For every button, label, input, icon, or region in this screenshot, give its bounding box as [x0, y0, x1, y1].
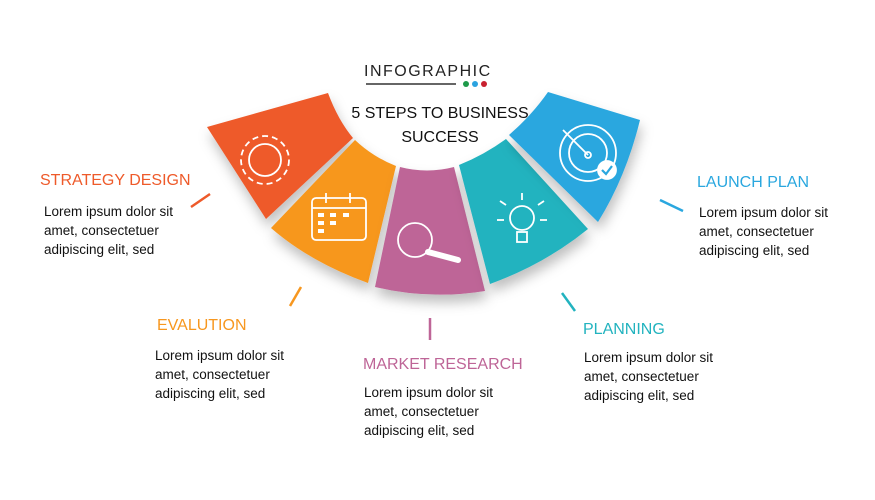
target-icon	[559, 124, 617, 182]
step-text-market-research: Lorem ipsum dolor sit amet, consectetuer…	[364, 385, 494, 438]
step-text-planning: Lorem ipsum dolor sit amet, consectetuer…	[584, 350, 714, 403]
step-text-evaluation: Lorem ipsum dolor sit amet, consectetuer…	[155, 348, 285, 401]
segment-launch-plan	[509, 92, 640, 222]
step-text-launch-plan: Lorem ipsum dolor sit amet, consectetuer…	[699, 205, 829, 258]
lightbulb-icon	[497, 193, 547, 243]
connector-planning	[560, 292, 577, 312]
segment-planning	[459, 139, 588, 284]
segment-evaluation	[271, 140, 396, 283]
connector-strategy-design	[190, 192, 211, 209]
brand-dot	[472, 81, 478, 87]
connector-launch-plan	[659, 198, 684, 213]
calendar-icon	[311, 193, 367, 241]
magnifier-icon	[397, 222, 461, 263]
page-title: 5 STEPS TO BUSINESS SUCCESS	[351, 105, 529, 146]
step-label-strategy-design: STRATEGY DESIGN	[40, 172, 191, 189]
connector-evaluation	[288, 286, 303, 307]
step-label-market-research: MARKET RESEARCH	[363, 356, 523, 373]
step-label-planning: PLANNING	[583, 321, 665, 338]
gear-icon	[240, 135, 290, 185]
brand-title: INFOGRAPHIC	[364, 63, 492, 80]
brand-dot	[463, 81, 469, 87]
step-label-evaluation: EVALUTION	[157, 317, 247, 334]
step-label-launch-plan: LAUNCH PLAN	[697, 174, 810, 191]
brand-dot	[481, 81, 487, 87]
step-text-strategy-design: Lorem ipsum dolor sit amet, consectetuer…	[44, 204, 174, 257]
